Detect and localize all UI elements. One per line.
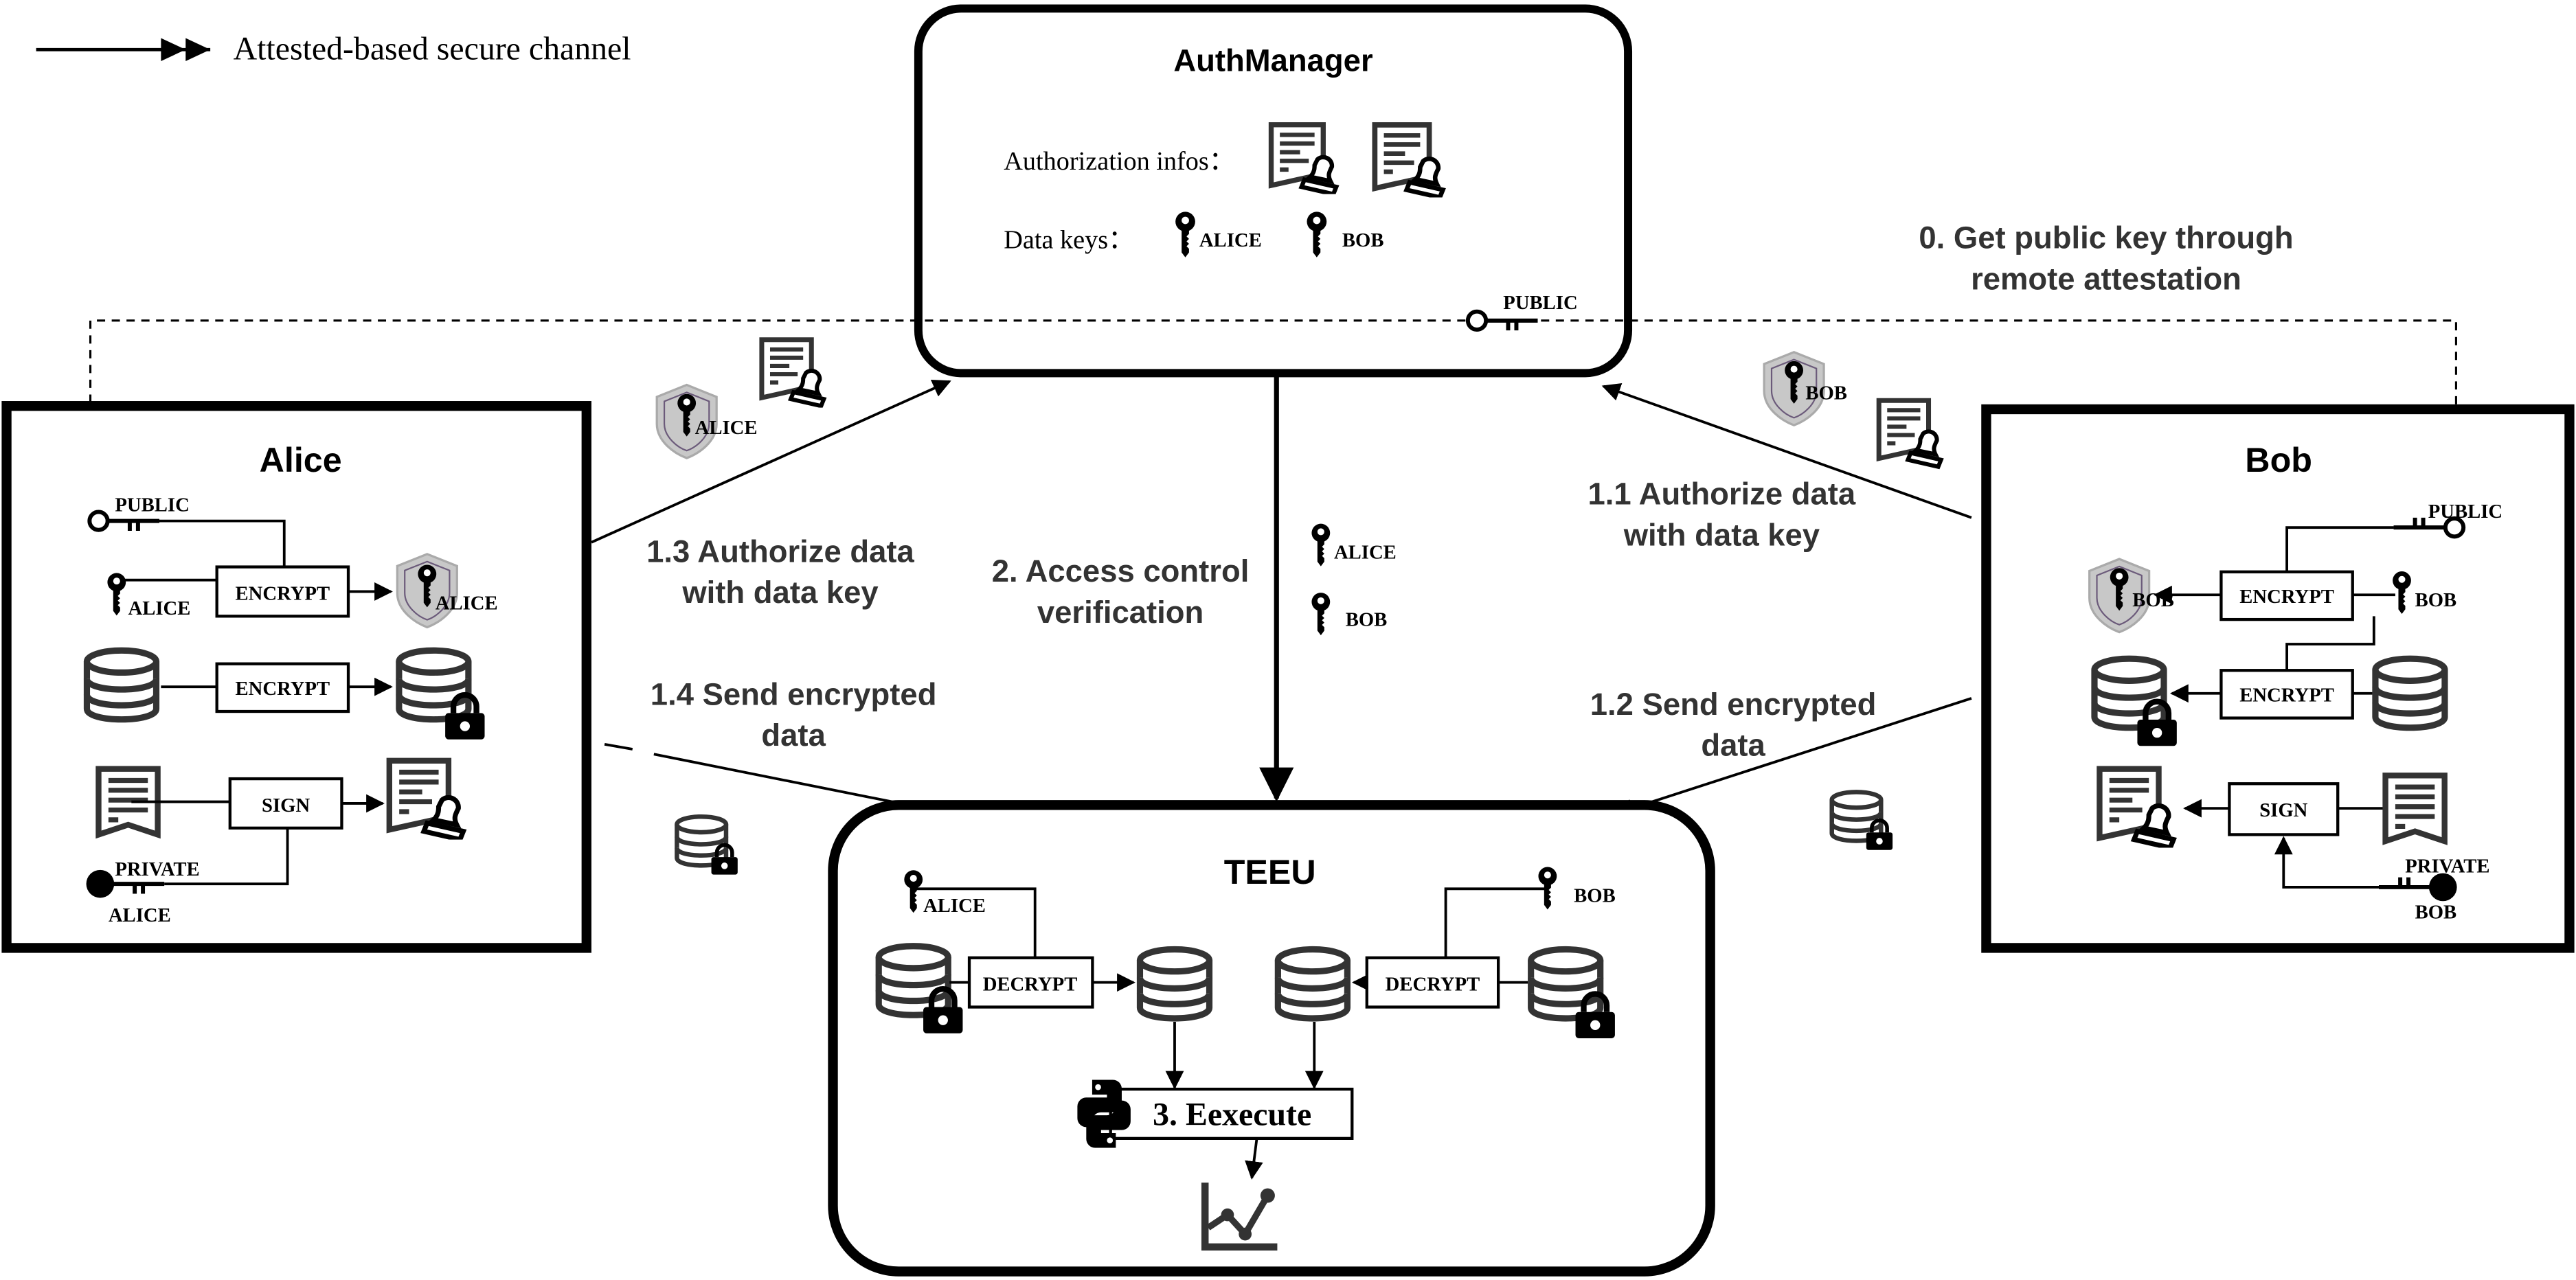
arrow [1245, 1138, 1263, 1180]
connector [2285, 616, 2375, 671]
alice-key-label: ALICE [695, 417, 758, 439]
decrypt-label: DECRYPT [1386, 974, 1480, 996]
public-key-label: PUBLIC [2428, 501, 2502, 523]
sign-label: SIGN [2259, 799, 2307, 821]
sign-label: SIGN [262, 795, 310, 816]
encrypt-data-box [215, 662, 350, 713]
encrypt-key-box [215, 565, 350, 618]
bob-key-label: BOB [2415, 901, 2457, 923]
legend: Attested-based secure channel [36, 31, 631, 67]
decrypt-label: DECRYPT [983, 974, 1078, 996]
step-1-4-label-2: data [761, 718, 826, 753]
auth-manager-box: AuthManager Authorization infos： Data ke… [914, 4, 1633, 378]
encrypt-label: ENCRYPT [2239, 685, 2334, 707]
teeu-title: TEEU [1224, 853, 1316, 891]
step-1-3-label-2: with data key [681, 575, 879, 610]
bob-key-label: BOB [1574, 884, 1616, 906]
step-2-label: 2. Access control [992, 553, 1250, 588]
public-key-label: PUBLIC [115, 494, 189, 516]
encrypt-label: ENCRYPT [236, 678, 330, 700]
document-icon [2386, 775, 2445, 841]
alice-key-label: ALICE [1199, 229, 1262, 251]
signed-document-icon [762, 340, 824, 406]
encrypt-label: ENCRYPT [2239, 586, 2334, 608]
execute-label: 3. Eexecute [1153, 1097, 1311, 1133]
public-key-label: PUBLIC [1503, 292, 1577, 314]
step0-label: 0. Get public key through [1919, 220, 2293, 255]
alice-key-label: ALICE [109, 904, 171, 926]
encrypt-label: ENCRYPT [236, 582, 330, 604]
decrypt-box [1365, 956, 1500, 1009]
bob-key-label: BOB [1346, 609, 1388, 631]
step-1-1-label: 1.1 Authorize data [1588, 477, 1856, 512]
bob-key-label: BOB [1805, 382, 1847, 404]
alice-key-label: ALICE [436, 593, 498, 615]
step-1-4-label: 1.4 Send encrypted [651, 676, 937, 711]
alice-to-authmanager-arrow [591, 379, 951, 544]
step-1-1-label-2: with data key [1623, 517, 1820, 552]
bob-title: Bob [2245, 441, 2312, 479]
teeu-box: TEEU ALICE DECRYPT DECRYPT BOB 3. Eexecu… [828, 800, 1715, 1277]
flows: ALICE 1.3 Authorize data with data key 1… [591, 340, 1972, 875]
alice-key-label: ALICE [1334, 542, 1397, 564]
alice-box: Alice PUBLIC ALICE ENCRYPT ALICE ENCRYPT… [1, 401, 591, 953]
database-icon [1140, 950, 1209, 1018]
public-key-to-alice-line [84, 319, 1466, 491]
legend-label: Attested-based secure channel [234, 31, 631, 67]
database-icon [879, 946, 948, 1015]
connector [2285, 526, 2394, 572]
execute-box [1109, 1087, 1354, 1140]
step-1-2-label: 1.2 Send encrypted [1590, 687, 1877, 722]
connector [159, 519, 286, 567]
step0-label-2: remote attestation [1971, 261, 2241, 296]
alice-key-icon [1311, 523, 1331, 567]
connector [164, 827, 289, 886]
data-keys-label: Data keys： [1004, 226, 1134, 255]
private-key-label: PRIVATE [115, 858, 199, 880]
database-icon [2094, 659, 2164, 727]
connector [916, 887, 1037, 958]
alice-key-label: ALICE [128, 597, 191, 619]
bob-key-icon [1311, 593, 1331, 636]
double-arrow-head-icon [161, 38, 211, 61]
database-icon [1531, 950, 1601, 1018]
alice-title: Alice [260, 441, 342, 479]
auth-manager-title: AuthManager [1173, 43, 1372, 78]
bob-key-label: BOB [2415, 589, 2457, 611]
database-icon [87, 650, 156, 719]
step-1-2-label-2: data [1701, 728, 1765, 763]
bob-key-label: BOB [1342, 229, 1384, 251]
arrow [2274, 836, 2380, 889]
sign-box [228, 777, 343, 830]
alice-key-label: ALICE [923, 895, 986, 917]
bob-key-label: BOB [2132, 589, 2174, 611]
auth-infos-label: Authorization infos： [1004, 147, 1235, 176]
step-2-label-2: verification [1037, 595, 1204, 630]
bob-to-teeu-arrow [1614, 697, 1972, 817]
bob-to-authmanager-arrow [1601, 382, 1972, 519]
step-1-3-label: 1.3 Authorize data [646, 534, 914, 569]
signed-document-icon [1879, 400, 1941, 466]
encrypt-key-box [2219, 570, 2354, 621]
database-icon [399, 650, 468, 719]
bob-box: Bob PUBLIC BOB ENCRYPT BOB ENCRYPT SIGN … [1981, 404, 2575, 953]
sign-box [2228, 782, 2340, 836]
private-key-label: PRIVATE [2405, 855, 2489, 877]
database-icon [1278, 950, 1347, 1018]
connector [1444, 887, 1545, 958]
database-icon [2375, 659, 2445, 727]
